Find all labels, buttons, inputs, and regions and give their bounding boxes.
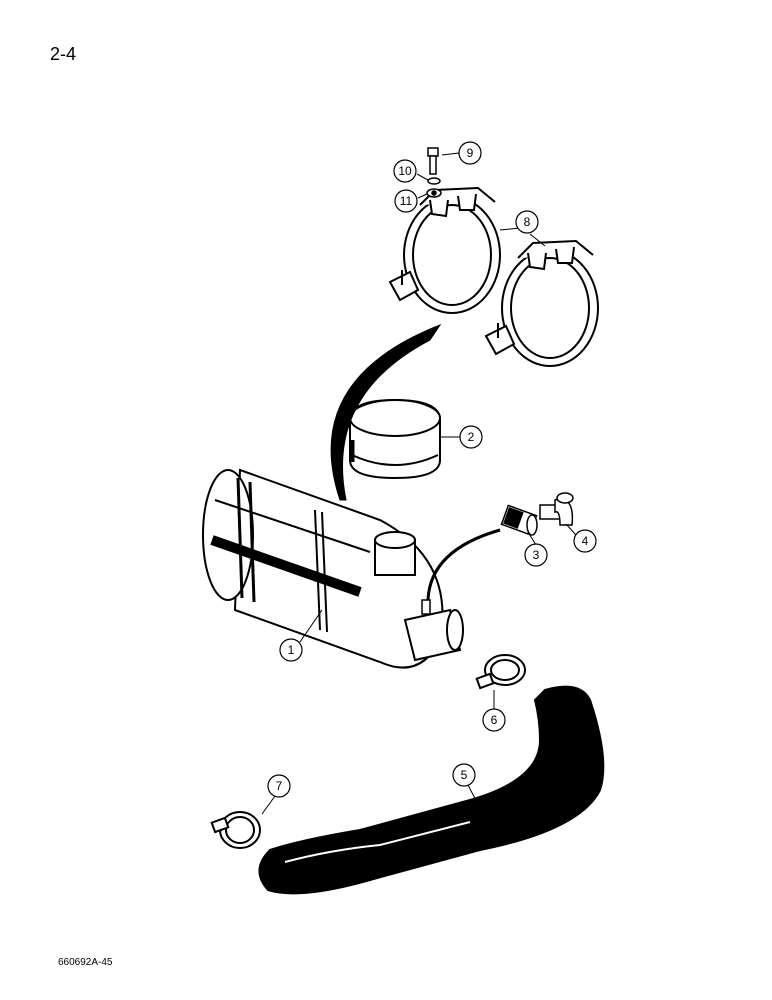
callout-6: 6 [482,690,506,732]
callout-label-9: 9 [467,146,474,160]
callout-2: 2 [440,425,483,449]
callout-1: 1 [279,609,323,662]
callout-label-8: 8 [524,215,531,229]
callout-label-6: 6 [491,713,498,727]
callout-5: 5 [452,763,481,809]
bolt [427,147,439,175]
air-cleaner-housing [202,468,444,669]
hose-highlight [284,821,471,863]
assembly-arrow [330,323,442,501]
air-cleaner-outlet-tube [403,608,464,662]
callout-label-1: 1 [288,643,295,657]
callout-label-7: 7 [276,779,283,793]
callout-label-11: 11 [400,194,413,208]
hose-clamp-lower [210,811,261,849]
indicator-hose-line [426,528,501,601]
air-cleaner-inlet-stub [374,531,416,576]
callout-8: 8 [499,210,546,247]
figure-code: 660692A-45 [58,957,113,968]
callout-10: 10 [393,159,429,183]
intake-hose [258,685,605,895]
restriction-fitting-boss [421,599,431,615]
lock-washer [427,177,441,185]
callout-4: 4 [565,523,597,553]
elbow-fitting [539,492,574,526]
callout-label-10: 10 [398,164,412,178]
callout-3: 3 [524,531,548,567]
callout-7: 7 [261,774,291,815]
callout-label-2: 2 [468,430,475,444]
callout-label-3: 3 [533,548,540,562]
callout-11: 11 [394,189,428,213]
callout-label-4: 4 [582,534,589,548]
dust-cap [349,398,441,480]
hose-clamp-upper [475,654,526,690]
page-number: 2-4 [50,44,77,64]
callout-label-5: 5 [461,768,468,782]
nut [426,188,442,198]
restriction-indicator [500,504,538,536]
mounting-band-upper [388,186,501,314]
callout-9: 9 [441,141,482,165]
mounting-band-lower [484,239,599,367]
